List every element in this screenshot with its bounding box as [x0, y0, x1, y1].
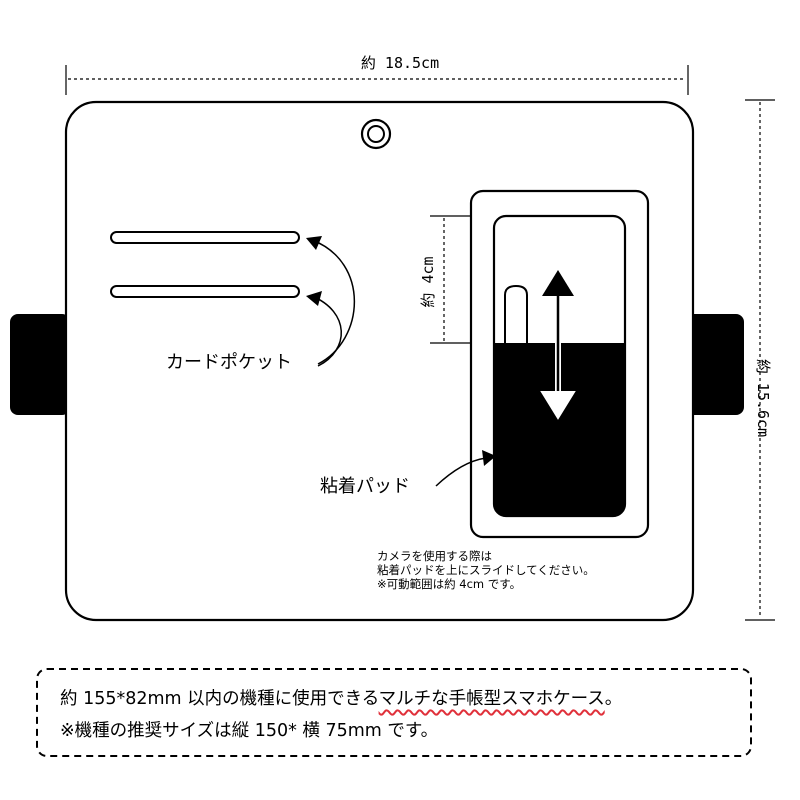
width-dimension [65, 65, 689, 95]
right-tab [686, 314, 744, 415]
adhesive-pad [494, 343, 625, 516]
strap-hole-icon [360, 118, 392, 150]
height-dimension [745, 99, 775, 621]
card-slot-1 [110, 231, 300, 244]
note-line-3: ※可動範囲は約 4cm です。 [377, 577, 522, 591]
adhesive-pad-label: 粘着パッド [320, 476, 410, 497]
camera-note: カメラを使用する際は 粘着パッドを上にスライドしてください。 ※可動範囲は約 4… [377, 549, 595, 591]
footer-text: 約 155*82mm 以内の機種に使用できるマルチな手帳型スマホケース。 ※機種… [60, 683, 622, 747]
footer-line-1-suffix: 。 [604, 689, 623, 709]
footer-line-2: ※機種の推奨サイズは縦 150* 横 75mm です。 [60, 721, 439, 741]
width-label: 約 18.5cm [360, 54, 440, 72]
height-label: 約 15.6cm [754, 358, 772, 438]
footer-line-1: 約 155*82mm 以内の機種に使用できるマルチな手帳型スマホケース。 [60, 683, 622, 715]
note-line-1: カメラを使用する際は [377, 549, 492, 563]
footer-line-1-prefix: 約 155*82mm 以内の機種に使用できる [60, 689, 379, 709]
pad-pull-tab [504, 284, 528, 343]
note-line-2: 粘着パッドを上にスライドしてください。 [377, 563, 595, 577]
card-slot-2 [110, 285, 300, 298]
footer-highlight: マルチな手帳型スマホケース [378, 689, 605, 709]
card-pocket-arrows [311, 239, 356, 367]
slide-range-label: 約 4cm [419, 256, 437, 308]
card-pocket-label: カードポケット [166, 352, 292, 373]
adhesive-pad-arrow [435, 450, 496, 487]
slide-arrow-icon [540, 270, 576, 420]
left-tab [10, 314, 70, 415]
